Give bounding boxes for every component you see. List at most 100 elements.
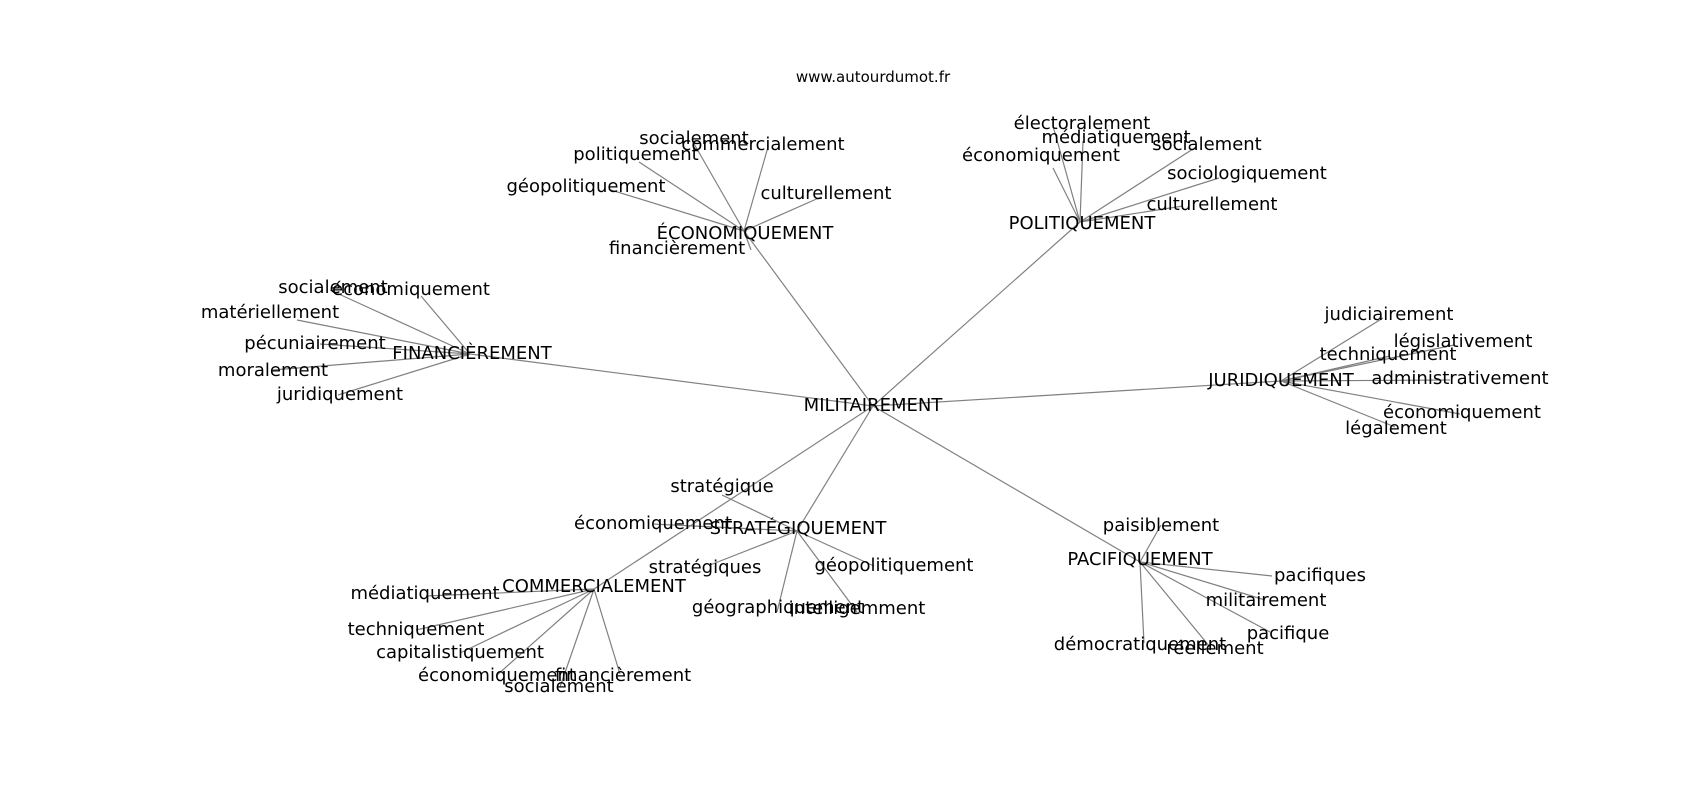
leaf-node-economiquement-politiquement: politiquement [573,144,698,165]
leaf-node-financierement-moralement: moralement [218,360,328,381]
edge-strategiquement-strategiques [709,530,798,566]
edge-politiquement-socialement [1079,146,1197,223]
edge-financierement-economiquement [420,295,471,355]
leaf-node-financierement-socialement: socialement [278,277,387,298]
leaf-node-commercialement-socialement: socialement [504,676,613,697]
edge-pacifiquement-pacifique [1139,561,1271,633]
graph-edges [272,125,1461,688]
edge-economiquement-politiquement [638,161,745,232]
edge-center-commercialement [593,405,874,590]
leaf-node-juridiquement-techniquement: techniquement [1320,344,1457,365]
edge-strategiquement-economiquement [651,523,798,532]
edge-commercialement-mediatiquement [425,588,595,597]
hub-node-pacifiquement: PACIFIQUEMENT [1067,549,1213,570]
center-node-label: MILITAIREMENT [804,395,944,416]
edge-juridiquement-legalement [1280,380,1396,428]
edge-juridiquement-techniquement [1280,355,1391,382]
edge-economiquement-commercialement [743,146,769,232]
hub-node-financierement: FINANCIÈREMENT [392,342,552,364]
edge-politiquement-mediatiquement [1079,140,1084,223]
edge-strategiquement-geopolitiquement [796,530,875,567]
edge-juridiquement-economiquement [1280,380,1461,415]
leaf-node-politiquement-mediatiquement: médiatiquement [1041,127,1190,148]
edge-financierement-socialement [329,289,471,355]
leaf-node-strategiquement-geographiquement: géographiquement [692,597,864,618]
leaf-node-pacifiquement-reellement: réellement [1166,638,1263,659]
edge-commercialement-economiquement [495,588,595,677]
edge-commercialement-capitalistiquement [459,588,595,654]
leaf-node-commercialement-financierement: financièrement [555,665,691,686]
leaf-node-financierement-juridiquement: juridiquement [276,384,403,405]
edge-financierement-moralement [272,353,471,371]
leaf-node-financierement-economiquement: économiquement [332,279,490,300]
edge-strategiquement-strategique [721,494,798,532]
graph-labels: www.autourdumot.fr socialementcommercial… [201,68,1549,697]
edge-center-juridiquement [872,380,1282,407]
leaf-node-strategiquement-strategiques: stratégiques [649,557,762,578]
edge-center-financierement [469,353,874,407]
hub-node-economiquement: ÉCONOMIQUEMENT [657,222,835,244]
leaf-node-juridiquement-administrativement: administrativement [1371,368,1548,389]
edge-politiquement-economiquement [1052,167,1081,223]
leaf-node-strategiquement-geopolitiquement: géopolitiquement [815,555,974,576]
edge-center-economiquement [743,230,874,407]
leaf-node-juridiquement-legalement: légalement [1345,418,1447,439]
leaf-node-strategiquement-economiquement: économiquement [574,513,732,534]
edge-pacifiquement-militairement [1139,561,1266,601]
leaf-node-politiquement-sociologiquement: sociologiquement [1167,163,1327,184]
edge-center-politiquement [872,221,1081,407]
leaf-node-commercialement-capitalistiquement: capitalistiquement [376,642,544,663]
edge-financierement-materiellement [296,319,471,355]
edge-strategiquement-intelligemment [796,530,858,613]
site-watermark: www.autourdumot.fr [796,68,951,86]
edge-commercialement-financierement [593,588,621,675]
edge-pacifiquement-paisiblement [1139,524,1162,563]
leaf-node-politiquement-socialement: socialement [1152,134,1261,155]
edge-strategiquement-geographiquement [776,530,798,613]
leaf-node-commercialement-mediatiquement: médiatiquement [350,583,499,604]
leaf-node-commercialement-economiquement: économiquement [418,665,576,686]
edge-juridiquement-administrativement [1280,379,1451,382]
leaf-node-strategiquement-strategique: stratégique [670,476,773,497]
edge-pacifiquement-reellement [1139,561,1211,648]
hub-node-juridiquement: JURIDIQUEMENT [1207,370,1355,391]
leaf-node-financierement-materiellement: matériellement [201,302,339,323]
leaf-node-pacifiquement-pacifique: pacifique [1247,623,1330,644]
leaf-node-economiquement-geopolitiquement: géopolitiquement [507,176,666,197]
edge-pacifiquement-democratiquement [1139,561,1145,644]
edge-center-pacifiquement [872,405,1141,563]
leaf-node-economiquement-culturellement: culturellement [760,183,891,204]
edge-economiquement-culturellement [743,196,822,232]
edge-pacifiquement-pacifiques [1139,561,1273,577]
hub-node-politiquement: POLITIQUEMENT [1009,213,1157,234]
edge-financierement-juridiquement [337,353,471,396]
leaf-node-pacifiquement-paisiblement: paisiblement [1103,515,1219,536]
edge-juridiquement-judiciairement [1280,317,1384,382]
leaf-node-economiquement-socialement: socialement [639,128,748,149]
leaf-node-commercialement-techniquement: techniquement [348,619,485,640]
edge-commercialement-socialement [559,588,595,688]
leaf-node-pacifiquement-democratiquement: démocratiquement [1054,634,1226,655]
edge-politiquement-electoralement [1052,125,1081,223]
leaf-node-juridiquement-legislativement: législativement [1394,331,1533,352]
leaf-node-juridiquement-judiciairement: judiciairement [1324,304,1454,325]
edge-financierement-pecuniairement [319,343,471,355]
edge-commercialement-techniquement [415,588,595,631]
edge-economiquement-geopolitiquement [610,189,745,232]
leaf-node-politiquement-economiquement: économiquement [962,145,1120,166]
leaf-node-economiquement-commercialement: commercialement [681,134,844,155]
hub-node-strategiquement: STRATÉGIQUEMENT [710,517,888,539]
edge-center-strategiquement [796,405,874,532]
leaf-node-pacifiquement-pacifiques: pacifiques [1274,565,1366,586]
leaf-node-strategiquement-intelligemment: intelligemment [789,598,926,619]
edge-politiquement-culturellement [1079,205,1184,223]
edge-politiquement-sociologiquement [1079,177,1220,223]
leaf-node-pacifiquement-militairement: militairement [1206,590,1327,611]
leaf-node-economiquement-financierement: financièrement [609,238,745,259]
edge-economiquement-financierement [743,230,752,251]
leaf-node-politiquement-electoralement: électoralement [1014,113,1151,134]
edge-economiquement-socialement [692,141,745,232]
leaf-node-politiquement-culturellement: culturellement [1146,194,1277,215]
leaf-node-juridiquement-economiquement: économiquement [1383,402,1541,423]
